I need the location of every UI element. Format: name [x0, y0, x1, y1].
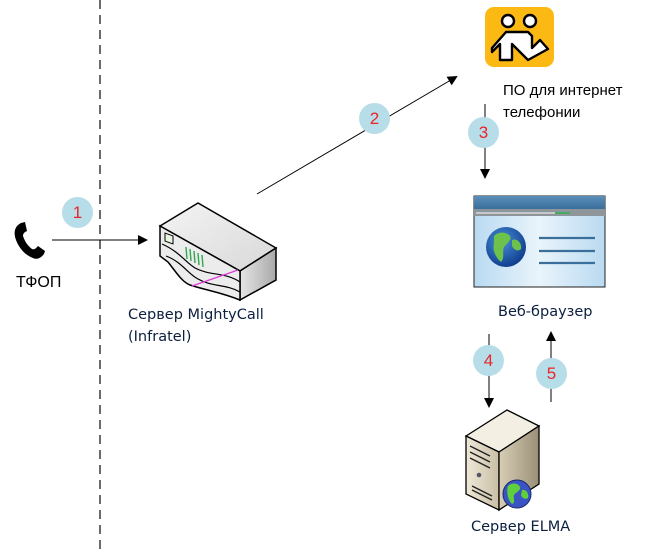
web-browser-icon [473, 195, 606, 288]
elma-label: Сервер ELMA [471, 519, 571, 535]
phone-icon [14, 222, 45, 259]
browser-label: Веб-браузер [498, 304, 593, 320]
step-badge-1: 1 [62, 197, 93, 228]
web-server-icon [464, 409, 541, 512]
pstn-label: ТФОП [16, 274, 62, 291]
softphone-label-line2: телефонии [503, 104, 581, 121]
server-appliance-icon [158, 202, 278, 302]
arrow-step-2 [256, 75, 458, 195]
step-badge-5: 5 [536, 358, 567, 389]
step-badge-4: 4 [473, 345, 504, 376]
step-badge-3: 3 [468, 117, 499, 148]
mightycall-label-line2: (Infratel) [128, 329, 192, 345]
mightycall-label-line1: Сервер MightyCall [128, 307, 264, 323]
softphone-app-icon [485, 7, 554, 67]
step-badge-2: 2 [359, 103, 390, 134]
softphone-label-line1: ПО для интернет [503, 82, 623, 99]
